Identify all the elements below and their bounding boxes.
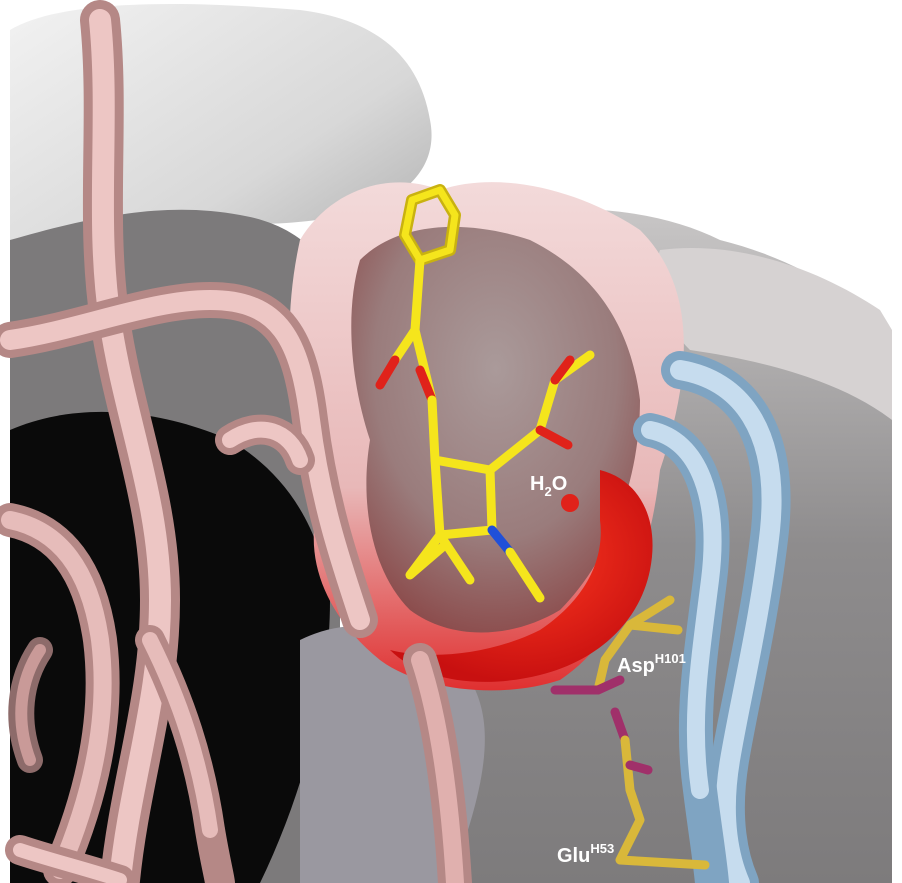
water-molecule [561,494,579,512]
